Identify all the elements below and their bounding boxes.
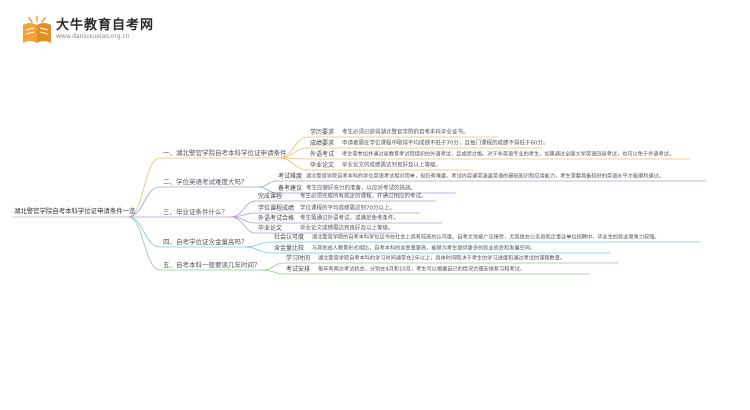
s2-key-advice: 备考建议 xyxy=(278,185,303,192)
s4-val-value: 与其他成人教育形式相比，自考本科的含金量更高，能够为考生提供更多的就业机会和发展… xyxy=(312,245,536,252)
brand-url: www.daniuxueiao.org.cn xyxy=(56,33,130,40)
s5-val-schedule: 每年有两次考试机会，分别在4月和10月，考生可以根据自己的情况合理安排复习和考试… xyxy=(318,266,526,273)
s3-key-courses: 完成课程 xyxy=(258,193,283,200)
s1-key-degree: 学历要求 xyxy=(310,129,335,136)
section-5-label: 五、自考本科一般要读几年时间？ xyxy=(163,260,261,269)
s1-val-grades: 申请者需在学位课程中取得平均成绩不低于70分，且每门课程的成绩不得低于60分。 xyxy=(342,140,549,147)
s4-key-value: 含金量比较 xyxy=(274,245,305,252)
s1-key-grades: 成绩要求 xyxy=(310,140,335,147)
section-4-label: 四、自考学位证含金量高吗？ xyxy=(163,237,248,246)
branch-link-5 xyxy=(127,216,263,271)
s3-key-language-pass: 外语考试合格 xyxy=(258,215,295,222)
s3-val-course-grades: 学位课程的平均成绩需达到70分以上。 xyxy=(300,205,395,212)
branch-link-2 xyxy=(127,186,259,218)
s3-key-course-grades: 学位课程成绩 xyxy=(258,205,295,212)
s4-val-recognition: 湖北警官学院的自考本科学位证书在社会上具有较高的认可度。自考文凭被广泛接受，尤其… xyxy=(312,234,660,241)
s3-val-language-pass: 考生需通过外语考试，或满足免考条件。 xyxy=(300,215,400,222)
section-3-label: 三、毕业证条件什么？ xyxy=(163,207,228,216)
s3-val-thesis: 毕业论文成绩需达到良好及以上等级。 xyxy=(300,225,394,232)
branch-link-1 xyxy=(127,157,279,218)
s2-val-advice: 考生应做好充分的准备，以应对考试的挑战。 xyxy=(306,185,417,192)
branch-link-4 xyxy=(127,216,246,248)
s5-val-duration: 湖北警官学院自考本科的学习时间通常在2年以上，具体时间取决于考生的学习进度和通过… xyxy=(318,255,566,262)
s3-key-thesis: 毕业论文 xyxy=(258,225,283,232)
s3-val-courses: 考生必须完成所有规定的课程，并通过相应的考试。 xyxy=(300,193,427,200)
s1-val-language: 考生需参加并通过省教育考试院组织的外语考试，且成绩合格。对于非英语专业的考生，如… xyxy=(342,151,675,158)
s1-key-language: 外语考试 xyxy=(310,151,335,158)
section-1-label: 一、湖北警官学院自考本科学位证申请条件 xyxy=(163,148,287,157)
s4-key-recognition: 社会认可度 xyxy=(274,234,305,241)
root-node: 湖北警官学院自考本科学位证申请条件一览 xyxy=(14,206,136,215)
s2-key-difficulty: 考试难度 xyxy=(278,173,303,180)
brand-title: 大牛教育自考网 xyxy=(56,18,155,33)
s1-val-degree: 考生必须已获得湖北警官学院的自考本科毕业证书。 xyxy=(342,129,469,136)
book-logo-icon xyxy=(23,16,51,43)
s1-val-thesis: 毕业论文的成绩需达到良好及以上等级。 xyxy=(342,162,442,169)
section-2-label: 二、学位英语考试难度大吗？ xyxy=(163,177,248,186)
s1-key-thesis: 毕业论文 xyxy=(310,162,335,169)
s5-key-duration: 学习时间 xyxy=(286,255,311,262)
s5-key-schedule: 考试安排 xyxy=(286,266,311,273)
s2-val-difficulty: 湖北警官学院自考本科的学位英语考试相对简单，但仍有难度。考试内容通常涵盖英语的基… xyxy=(306,173,664,180)
